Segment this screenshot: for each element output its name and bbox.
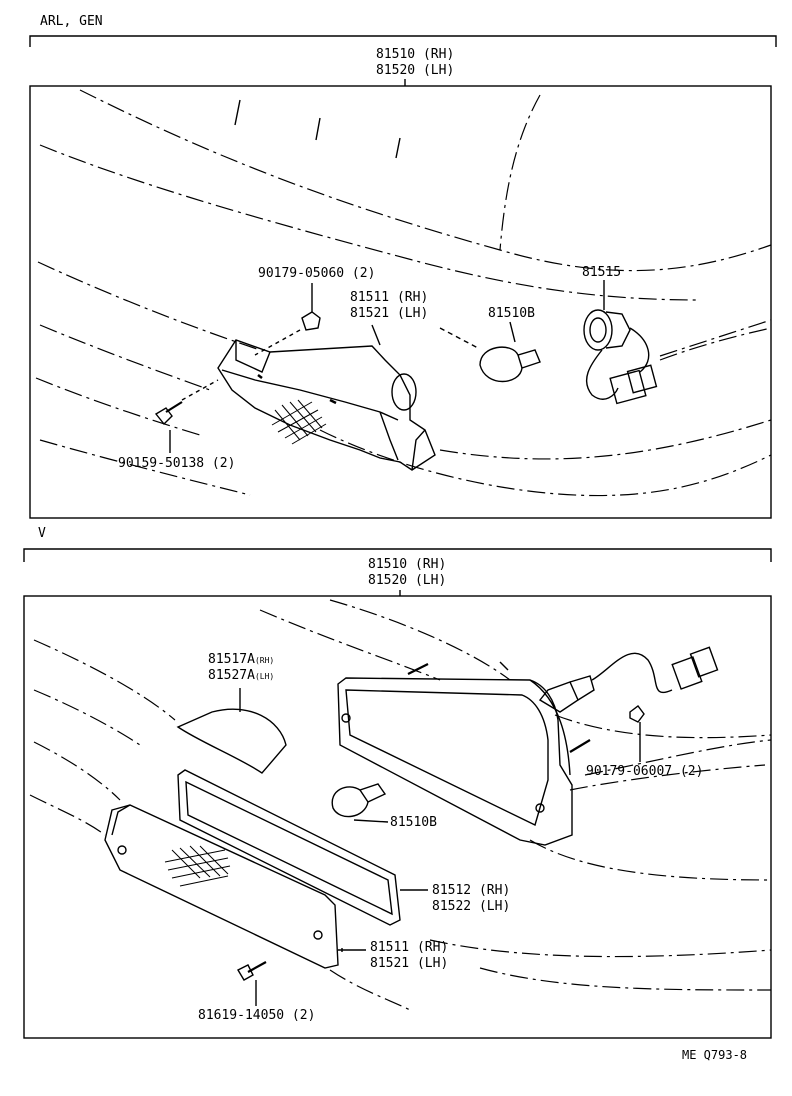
section-2-frame [23,548,772,1039]
label-bulb-81510b-2: 81510B [390,815,437,830]
label-clip-90179-05060: 90179-05060 (2) [258,266,376,281]
reflector-81517a [176,688,287,774]
section-1-assembly-rh: 81510 (RH) [376,47,455,62]
nut-90179-06007 [629,705,645,762]
section-1-frame [29,35,777,519]
socket-81515 [583,280,772,405]
label-lens-81511-v: 81511 (RH) [370,940,449,955]
label-gasket-81522: 81522 (LH) [432,899,511,914]
label-nut-90179-06007: 90179-06007 (2) [586,764,704,779]
gasket-81512 [177,769,428,926]
section-1-heading: ARL, GEN [40,14,103,29]
section-2-heading: V [38,526,46,541]
section-1-assembly-lh: 81520 (LH) [376,63,455,78]
lens-grid-1 [271,399,327,445]
screw-81619 [237,961,267,1006]
label-lens-81521: 81521 (LH) [350,306,429,321]
label-screw-81619-14050: 81619-14050 (2) [198,1008,316,1023]
label-lens-81511: 81511 (RH) [350,290,429,305]
screw-90159 [154,379,219,453]
lamp-housing [337,646,719,846]
bulb-81510b-1 [439,321,541,383]
label-screw-90159-50138: 90159-50138 (2) [118,456,236,471]
section-2-assembly-lh: 81520 (LH) [368,573,447,588]
label-gasket-81512: 81512 (RH) [432,883,511,898]
section-2-body-lines [29,599,772,1011]
reflector-81517a-side: (RH) [254,656,275,665]
section-1-body-lines [35,89,772,497]
label-reflector-81517a: 81517A(RH) [208,652,274,668]
bulb-81510b-2 [331,783,389,823]
section-1-curve-marks [234,99,401,159]
reflector-81527a-number: 81527A [208,668,255,683]
clip-90179 [254,283,321,356]
marker-lamp-assembly-1 [217,339,436,471]
label-socket-81515: 81515 [582,265,622,280]
lens-grid-2 [164,845,231,887]
lens-81511 [104,804,366,969]
reflector-81527a-side: (LH) [254,672,275,681]
reflector-81517a-number: 81517A [208,652,255,667]
label-lens-81521-v: 81521 (LH) [370,956,449,971]
figure-code: ME Q793-8 [682,1048,748,1062]
section-2-assembly-rh: 81510 (RH) [368,557,447,572]
label-reflector-81527a: 81527A(LH) [208,668,274,684]
label-bulb-81510b-1: 81510B [488,306,535,321]
